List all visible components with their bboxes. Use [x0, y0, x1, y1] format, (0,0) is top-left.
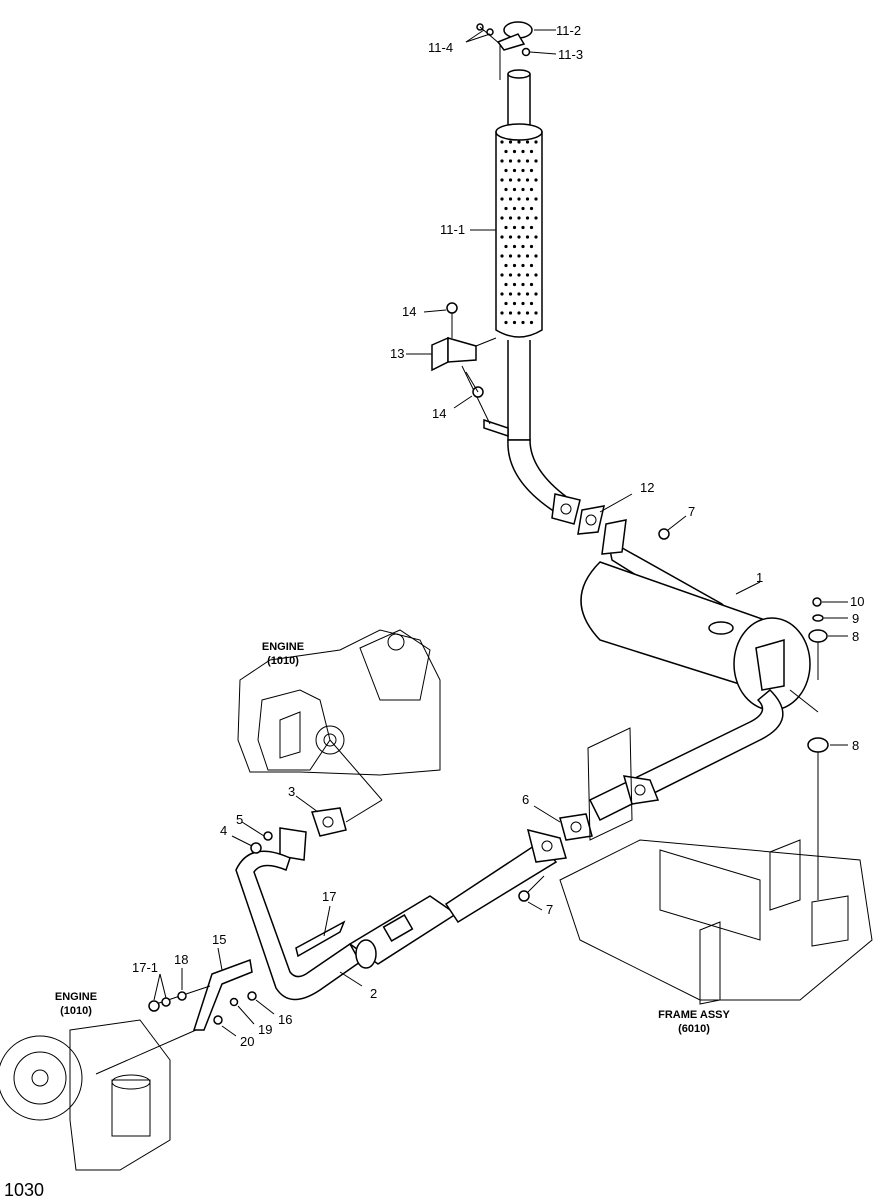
- engine-top-name: ENGINE: [262, 641, 304, 653]
- cap-hinge: [496, 33, 526, 51]
- tail-pipe-outlet: [507, 69, 531, 79]
- callout-18: 18: [174, 952, 188, 967]
- perforated-guard: [495, 131, 543, 338]
- gasket-rear: [559, 813, 593, 841]
- perforation-holes: [500, 140, 538, 325]
- bracket-lock-washer: [229, 997, 239, 1007]
- callout-3: 3: [288, 784, 295, 799]
- bracket-spacer: [213, 1015, 223, 1025]
- callout-15: 15: [212, 932, 226, 947]
- callout-4: 4: [220, 823, 227, 838]
- engine-lower-sketch: [0, 1019, 197, 1171]
- muffler-mount: [755, 639, 785, 691]
- front-pipe: [235, 827, 567, 1001]
- callout-20: 20: [240, 1034, 254, 1049]
- callout-7-upper: 7: [688, 504, 695, 519]
- tail-pipe-flange: [551, 493, 581, 525]
- callout-11-2: 11-2: [556, 23, 581, 38]
- callout-9: 9: [852, 611, 859, 626]
- pipe-bracket: [431, 302, 509, 438]
- leader-lines: [153, 29, 848, 1037]
- mount-washer: [812, 614, 824, 622]
- callout-17: 17: [322, 889, 336, 904]
- muffler: [580, 519, 811, 711]
- flange-bolt-upper: [658, 528, 670, 540]
- reference-labels: ENGINE (1010) ENGINE (1010) FRAME ASSY (…: [55, 641, 731, 1035]
- engine-bottom-name: ENGINE: [55, 991, 97, 1003]
- rain-cap-assembly: [476, 21, 533, 80]
- callout-5: 5: [236, 812, 243, 827]
- bracket-plate: [431, 336, 449, 372]
- mount-nut: [812, 597, 822, 607]
- callout-17-1: 17-1: [132, 960, 158, 975]
- muffler-inlet-flange: [601, 519, 627, 555]
- frame-assy-code: (6010): [678, 1023, 710, 1035]
- flange-nut: [250, 842, 262, 854]
- gasket-upper: [577, 505, 605, 535]
- cap-nut: [521, 47, 531, 57]
- engine-bottom-code: (1010): [60, 1005, 92, 1017]
- callout-6: 6: [522, 792, 529, 807]
- bracket-nut: [148, 1000, 160, 1012]
- callout-19: 19: [258, 1022, 272, 1037]
- heat-shield: [295, 920, 346, 958]
- tail-pipe: [495, 69, 581, 525]
- support-bracket: [192, 958, 253, 1031]
- muffler-outlet-pipe: [588, 688, 784, 822]
- callout-11-4: 11-4: [428, 40, 453, 55]
- callout-16: 16: [278, 1012, 292, 1027]
- frame-assy-name: FRAME ASSY: [658, 1009, 730, 1021]
- bracket-washer: [177, 991, 187, 1001]
- mount-rubber-lower: [807, 737, 829, 753]
- gasket-front: [311, 807, 347, 837]
- callout-8-upper: 8: [852, 629, 859, 644]
- catalyst-mesh: [382, 914, 414, 942]
- page-number: 1030: [4, 1180, 44, 1200]
- outlet-flange: [622, 775, 660, 805]
- callout-11-3: 11-3: [558, 47, 583, 62]
- callout-14-top: 14: [402, 304, 416, 319]
- bracket-bolt: [247, 991, 257, 1001]
- callout-12: 12: [640, 480, 654, 495]
- bracket-bolt-top: [446, 302, 458, 314]
- engine-upper-sketch: [237, 629, 441, 801]
- mount-rubber-upper: [808, 629, 828, 643]
- callout-11-1: 11-1: [440, 222, 465, 237]
- callout-1: 1: [756, 570, 763, 585]
- callout-10: 10: [850, 594, 864, 609]
- callout-labels: 11-2 11-3 11-4 11-1 14 13 14 12 7 1 10 9…: [132, 23, 864, 1049]
- callout-13: 13: [390, 346, 404, 361]
- callout-14-bottom: 14: [432, 406, 446, 421]
- front-pipe-flange: [279, 827, 307, 861]
- frame-sketch: [559, 727, 873, 1005]
- callout-7-lower: 7: [546, 902, 553, 917]
- front-pipe-outlet-flange: [526, 828, 567, 863]
- flange-washer: [263, 831, 273, 841]
- engine-top-code: (1010): [267, 655, 299, 667]
- callout-8-lower: 8: [852, 738, 859, 753]
- bracket-nut-2: [161, 997, 171, 1007]
- callout-2: 2: [370, 986, 377, 1001]
- flange-bolt-lower: [518, 890, 530, 902]
